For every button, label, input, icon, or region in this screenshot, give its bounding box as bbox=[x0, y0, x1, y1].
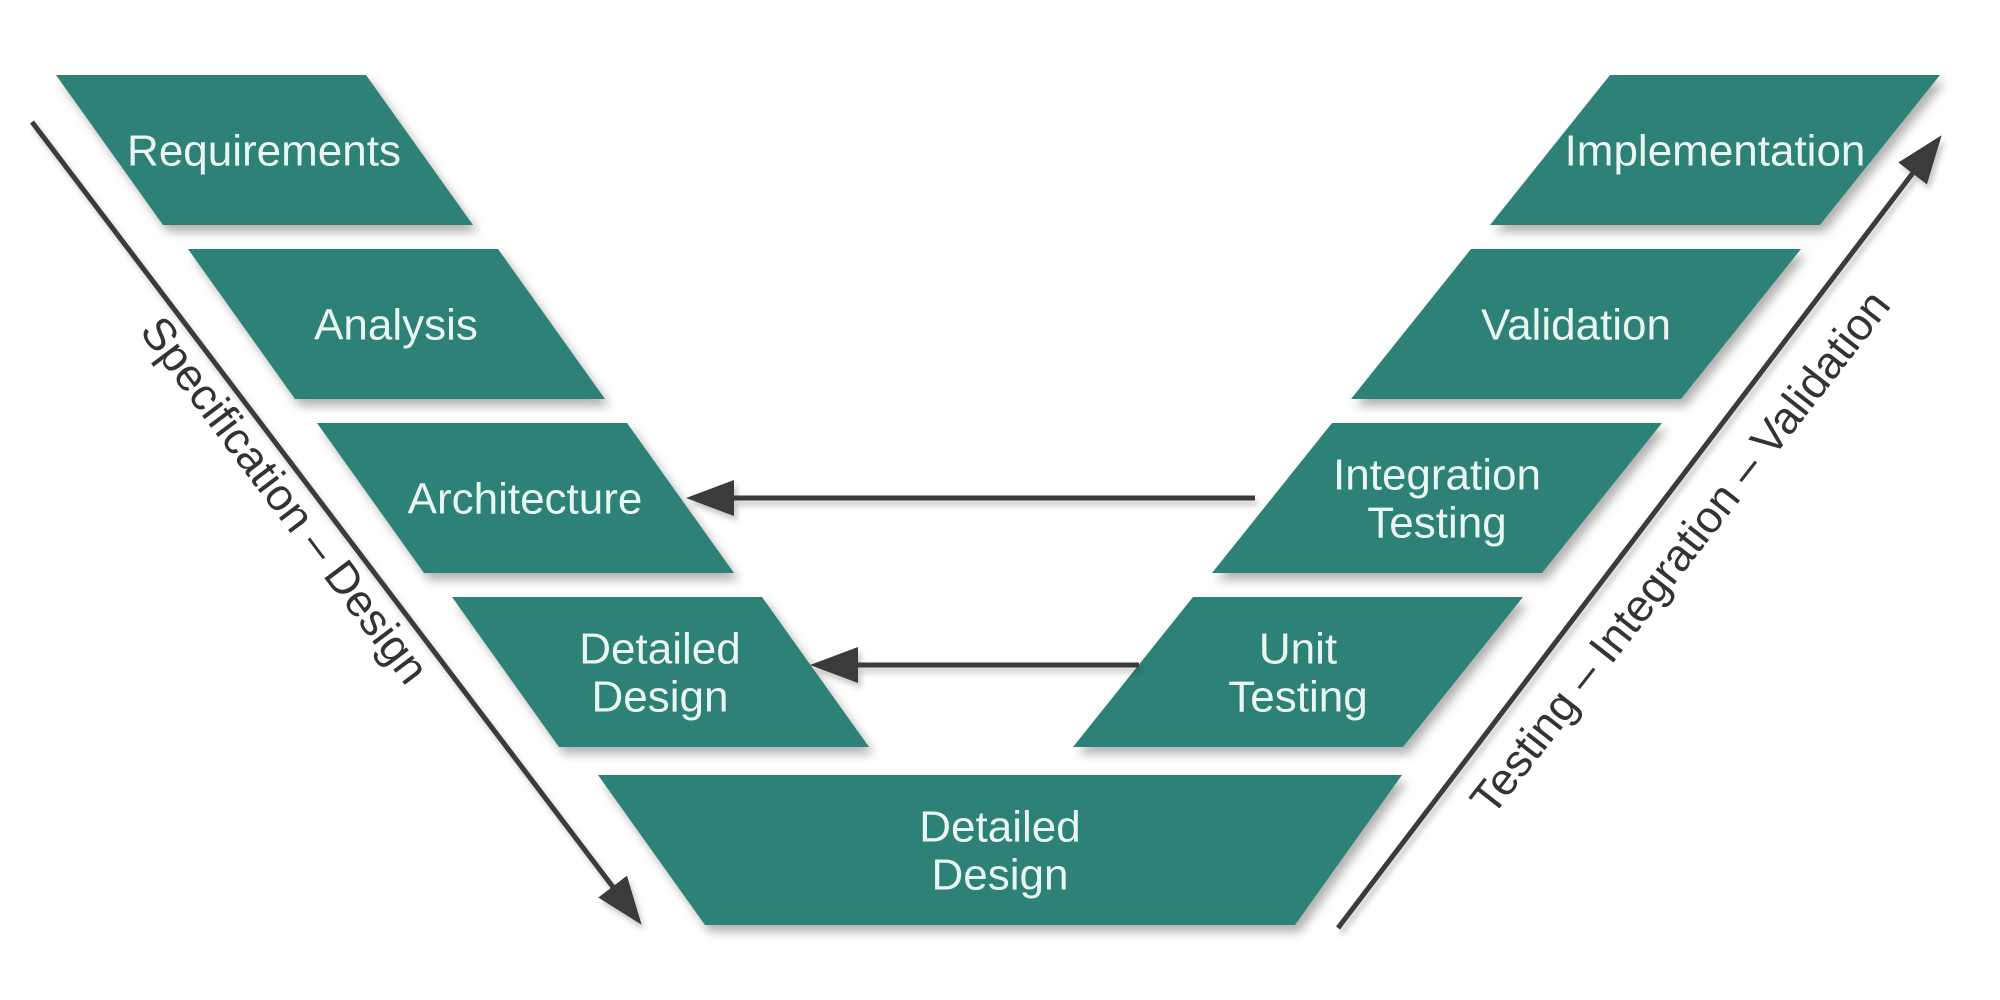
label-detailed-design-base-line1: Detailed bbox=[919, 803, 1080, 852]
stage-labels: Requirements Analysis Architecture Detai… bbox=[127, 127, 1865, 900]
stage-analysis bbox=[188, 249, 605, 399]
label-validation: Validation bbox=[1481, 301, 1671, 350]
stage-requirements bbox=[56, 75, 473, 225]
stage-implementation bbox=[1490, 75, 1940, 225]
stage-architecture bbox=[317, 423, 734, 573]
stage-shapes bbox=[56, 75, 1940, 925]
label-unit-testing-line2: Testing bbox=[1228, 673, 1367, 722]
flow-arrows bbox=[30, 120, 1942, 930]
stage-integration-testing bbox=[1212, 423, 1662, 573]
label-architecture: Architecture bbox=[408, 475, 643, 524]
label-implementation: Implementation bbox=[1565, 127, 1866, 176]
stage-detailed-design-base bbox=[598, 775, 1402, 925]
left-diagonal-arrow bbox=[30, 120, 642, 925]
stage-detailed-design bbox=[452, 597, 869, 747]
label-analysis: Analysis bbox=[314, 301, 478, 350]
right-diagonal-arrow bbox=[1336, 135, 1942, 930]
label-detailed-design-line1: Detailed bbox=[579, 625, 740, 674]
label-integration-testing-line2: Testing bbox=[1367, 499, 1506, 548]
stage-unit-testing bbox=[1073, 597, 1523, 747]
label-requirements: Requirements bbox=[127, 127, 401, 176]
label-detailed-design-base-line2: Design bbox=[932, 851, 1069, 900]
stage-validation bbox=[1351, 249, 1801, 399]
label-detailed-design-line2: Design bbox=[592, 673, 729, 722]
label-integration-testing-line1: Integration bbox=[1333, 451, 1541, 500]
label-unit-testing-line1: Unit bbox=[1259, 625, 1337, 674]
